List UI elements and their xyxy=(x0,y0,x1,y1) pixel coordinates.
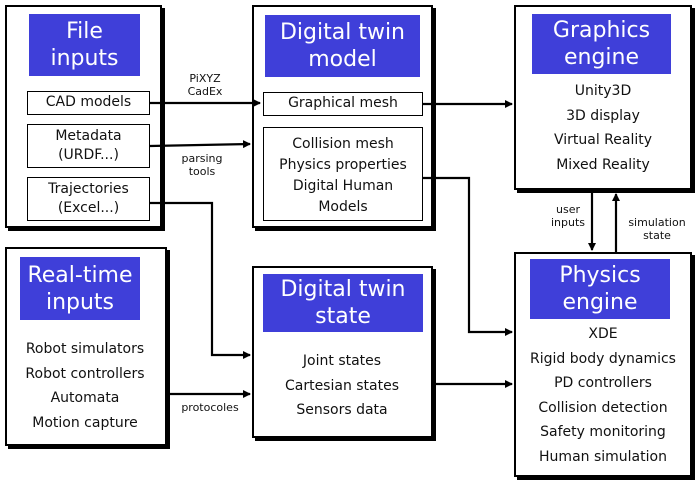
label-simulation-state: simulation state xyxy=(628,216,686,242)
dt-model-title: Digital twin model xyxy=(265,15,420,77)
label-protocoles: protocoles xyxy=(181,401,239,414)
list-item: Joint states xyxy=(302,353,382,369)
arrow-trajectories-to-state xyxy=(150,201,251,359)
label-user-inputs: user inputs xyxy=(550,203,586,229)
dt-state-title: Digital twin state xyxy=(263,274,423,332)
physics-engine-list: XDE Rigid body dynamics PD controllers C… xyxy=(516,322,690,469)
trajectories-node: Trajectories (Excel...) xyxy=(27,177,150,221)
physics-model-node: Collision mesh Physics properties Digita… xyxy=(263,127,423,221)
list-item: Unity3D xyxy=(574,83,632,99)
list-item: Cartesian states xyxy=(284,377,400,394)
list-item: Virtual Reality xyxy=(553,132,653,148)
list-item: XDE xyxy=(588,326,618,342)
metadata-node: Metadata (URDF...) xyxy=(27,124,150,168)
list-item: Mixed Reality xyxy=(556,156,650,173)
cad-models-node: CAD models xyxy=(27,91,150,115)
physics-engine-title: Physics engine xyxy=(530,259,670,319)
dt-state-list: Joint states Cartesian states Sensors da… xyxy=(256,349,428,423)
list-item: Rigid body dynamics xyxy=(530,350,676,367)
list-item: Robot controllers xyxy=(25,365,145,382)
list-item: 3D display xyxy=(566,107,640,124)
label-pixyz-cadex: PiXYZ CadEx xyxy=(187,72,223,98)
list-item: Collision detection xyxy=(538,399,668,416)
file-inputs-title: File inputs xyxy=(29,14,140,76)
list-item: Safety monitoring xyxy=(540,424,666,440)
list-item: Sensors data xyxy=(296,402,388,418)
graphical-mesh-node: Graphical mesh xyxy=(263,92,423,116)
list-item: Robot simulators xyxy=(25,341,145,357)
label-parsing-tools: parsing tools xyxy=(181,152,223,178)
realtime-inputs-title: Real-time inputs xyxy=(20,257,140,320)
arrow-metadata-to-model xyxy=(149,140,251,149)
list-item: Human simulation xyxy=(539,448,667,465)
list-item: Automata xyxy=(50,390,120,406)
list-item: Motion capture xyxy=(32,414,138,431)
graphics-engine-list: Unity3D 3D display Virtual Reality Mixed… xyxy=(518,79,688,177)
realtime-inputs-list: Robot simulators Robot controllers Autom… xyxy=(8,337,162,435)
graphics-engine-title: Graphics engine xyxy=(532,14,671,74)
list-item: PD controllers xyxy=(554,375,652,391)
arrow-physics-props-to-physics-engine xyxy=(423,176,513,336)
